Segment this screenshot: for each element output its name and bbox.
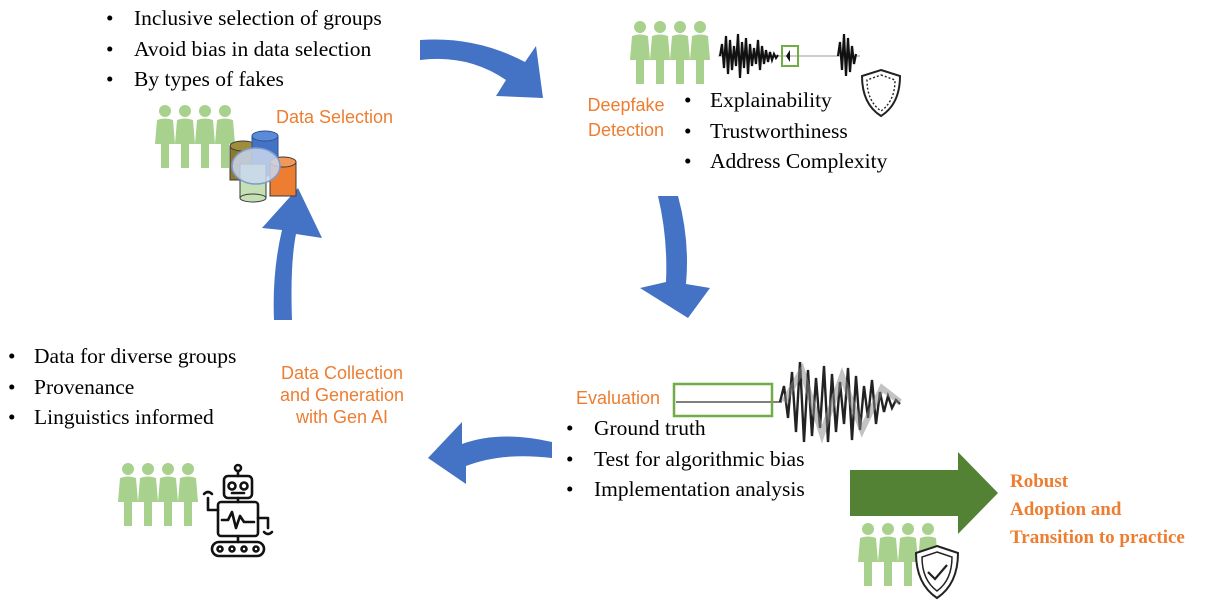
data-collection-bullet: Data for diverse groups [0,341,236,372]
data-collection-bullets: Data for diverse groups Provenance Lingu… [0,341,236,433]
people-group-icon [155,104,235,168]
outcome-label: Robust Adoption and Transition to practi… [1010,468,1185,552]
deepfake-detection-label-line1: Deepfake [587,95,665,115]
cycle-arrow-bottom [428,422,552,484]
outcome-line2: Adoption and [1010,499,1122,520]
deepfake-detection-label-line2: Detection [587,120,665,140]
people-group-icon [118,462,198,526]
data-selection-bullet: Avoid bias in data selection [98,34,382,65]
evaluation-bullet: Implementation analysis [558,474,805,505]
robot-icon [202,463,274,558]
shield-check-icon [914,544,960,600]
data-collection-bullet: Provenance [0,372,236,403]
evaluation-bullet: Ground truth [558,413,805,444]
data-selection-label: Data Selection [276,107,394,127]
data-collection-bullet: Linguistics informed [0,402,236,433]
cycle-arrow-left [262,188,322,320]
data-collection-label-line2: and Generation [279,385,405,405]
data-selection-bullets: Inclusive selection of groups Avoid bias… [98,3,382,95]
deepfake-detection-bullet: Address Complexity [676,146,887,177]
evaluation-bullets: Ground truth Test for algorithmic bias I… [558,413,805,505]
evaluation-bullet: Test for algorithmic bias [558,444,805,475]
outcome-line1: Robust [1010,471,1069,492]
data-collection-label: Data Collection and Generation with Gen … [262,362,422,428]
database-icon [229,130,297,203]
deepfake-detection-bullet: Explainability [676,85,887,116]
data-collection-label-line3: with Gen AI [295,407,389,427]
outcome-line3: Transition to practice [1010,527,1185,548]
audio-waveform-icon [718,33,860,79]
data-selection-bullet: By types of fakes [98,64,382,95]
data-selection-bullet: Inclusive selection of groups [98,3,382,34]
data-collection-label-line1: Data Collection [280,363,404,383]
output-arrow [850,452,998,534]
evaluation-label: Evaluation [576,388,661,408]
cycle-arrow-top [420,39,543,98]
deepfake-detection-bullet: Trustworthiness [676,116,887,147]
deepfake-detection-label: Deepfake Detection [578,94,674,141]
people-group-icon [630,20,710,84]
deepfake-detection-bullets: Explainability Trustworthiness Address C… [676,85,887,177]
cycle-arrow-right [640,196,710,318]
